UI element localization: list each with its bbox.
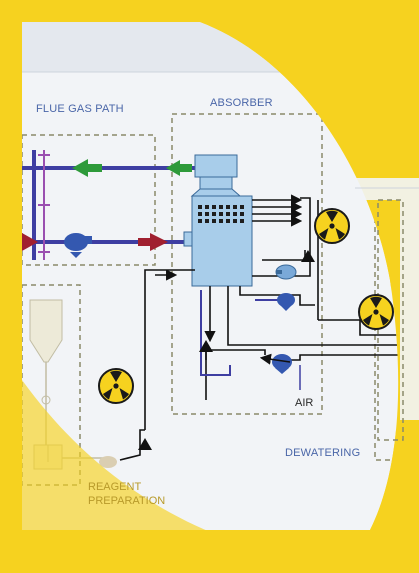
- arrow-icon: [150, 233, 168, 251]
- arrow-icon: [199, 340, 213, 352]
- left-frame: [0, 0, 22, 573]
- bottom-frame: [0, 530, 419, 573]
- arrow-icon: [166, 160, 180, 176]
- reagent-box: [22, 284, 81, 486]
- slurry-lines: [200, 290, 280, 376]
- red-arrows: [22, 233, 168, 251]
- green-arrows: [72, 159, 192, 177]
- arrow-icon: [301, 250, 315, 262]
- up-arrows: [138, 250, 315, 450]
- label-absorber: ABSORBER: [210, 97, 273, 109]
- arrow-icon: [22, 233, 38, 251]
- arrow-icon: [138, 438, 152, 450]
- radiation-icon: [314, 208, 350, 244]
- radiation-icon: [358, 294, 394, 330]
- label-dewatering: DEWATERING: [285, 447, 360, 459]
- arrow-icon: [72, 159, 88, 177]
- dewatering-box: [374, 189, 399, 461]
- absorber-tower: [183, 154, 253, 287]
- pump-icon: [275, 264, 297, 280]
- top-frame: [0, 0, 419, 22]
- flue-gas-box: [22, 134, 156, 266]
- pump-icon: [272, 354, 292, 374]
- label-flue-gas-path: FLUE GAS PATH: [36, 103, 124, 115]
- label-air: AIR: [295, 397, 313, 409]
- yellow-curve-overlay: [200, 22, 419, 530]
- air-blower-arrow: [259, 353, 301, 390]
- label-preparation: PREPARATION: [88, 495, 165, 507]
- radiation-icon: [98, 368, 134, 404]
- yellow-curve-overlay-bottom: [22, 380, 230, 540]
- fan-icon: [64, 233, 92, 258]
- pump-icon: [277, 293, 295, 311]
- recirculation-lines: [119, 194, 399, 461]
- absorber-box: [171, 113, 323, 415]
- label-reagent: REAGENT: [88, 481, 141, 493]
